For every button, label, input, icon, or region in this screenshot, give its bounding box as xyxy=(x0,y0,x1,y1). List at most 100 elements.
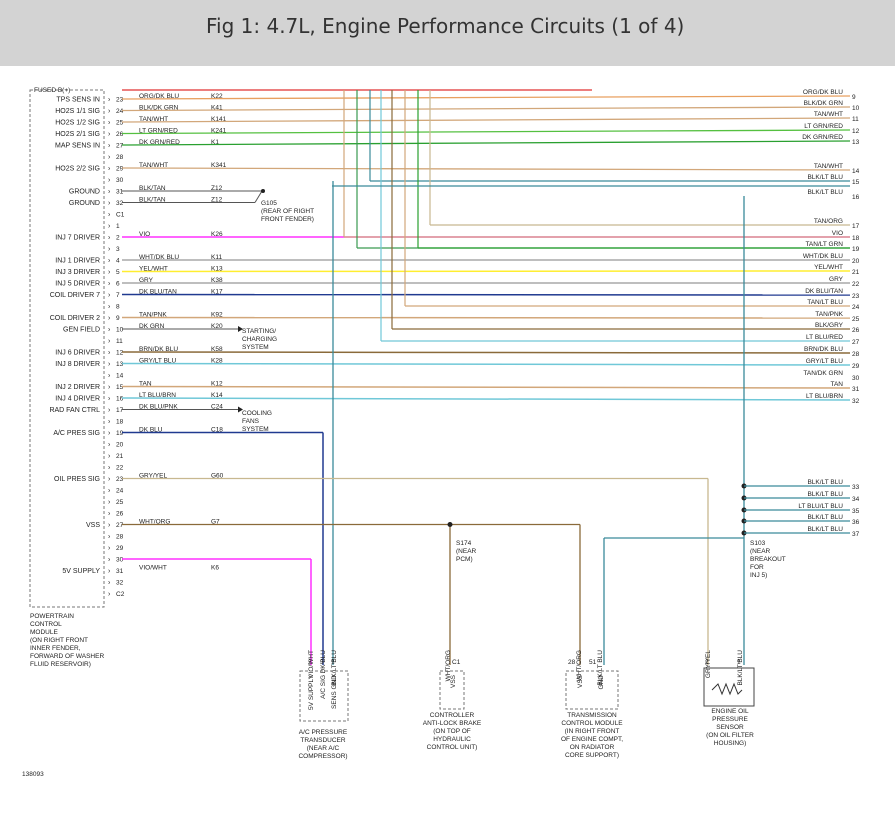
right-wire-color: LT BLU/RED xyxy=(806,334,843,341)
signal-wire xyxy=(121,106,851,112)
wire-circuit-label: K341 xyxy=(211,162,227,169)
wire-color-label: VIO/WHT xyxy=(139,565,167,572)
pin-chevron: › xyxy=(108,327,111,334)
right-wire-number: 12 xyxy=(852,128,860,135)
oil-sensor-label: SENSOR xyxy=(716,724,744,731)
component-pin-label: SENS GND xyxy=(331,675,338,709)
component-wire-label: DK BLU xyxy=(320,650,327,674)
component-wire-label: WHT/ORG xyxy=(576,650,583,681)
figure-id: 138093 xyxy=(22,771,44,778)
pcm-pin-name: GROUND xyxy=(69,189,100,196)
component-wire-label: WHT/ORG xyxy=(445,650,452,681)
pin-chevron: › xyxy=(108,442,111,449)
pin-chevron: › xyxy=(108,131,111,138)
pcm-pin-name: 5V SUPPLY xyxy=(62,568,100,575)
g105-label: G105 xyxy=(261,200,277,207)
pin-chevron: › xyxy=(108,488,111,495)
right-wire-number: 9 xyxy=(852,94,856,101)
pcm-label: CONTROL xyxy=(30,621,62,628)
pcm-pin-number: 23 xyxy=(116,97,124,104)
wire-circuit-label: K14 xyxy=(211,392,223,399)
s103-label: FOR xyxy=(750,564,764,571)
right-wire-number: 22 xyxy=(852,281,860,288)
signal-wire xyxy=(121,270,851,273)
pin-chevron: › xyxy=(108,108,111,115)
wire-circuit-label: K22 xyxy=(211,93,223,100)
pcm-pin-name: OIL PRES SIG xyxy=(54,476,100,483)
pcm-pin-name: INJ 4 DRIVER xyxy=(55,396,100,403)
signal-wire xyxy=(121,95,851,100)
right-wire-color: BRN/DK BLU xyxy=(804,346,843,353)
pcm-pin-number: 8 xyxy=(116,304,120,311)
wire-color-label: GRY/YEL xyxy=(139,473,167,480)
abs-controller-label: (ON TOP OF xyxy=(433,728,471,735)
pin-chevron: › xyxy=(108,580,111,587)
pin-chevron: › xyxy=(108,258,111,265)
right-wire-color: BLK/LT BLU xyxy=(807,479,843,486)
pcm-label: FLUID RESERVOIR) xyxy=(30,661,91,668)
pcm-pin-number: 11 xyxy=(116,338,123,345)
s103-label: INJ 5) xyxy=(750,572,767,579)
pcm-pin-number: 24 xyxy=(116,488,124,495)
right-wire-color: VIO xyxy=(832,230,843,237)
right-wire-number: 28 xyxy=(852,351,860,358)
abs-controller-label: CONTROLLER xyxy=(430,712,475,719)
right-wire-number: 16 xyxy=(852,194,860,201)
pin-chevron: › xyxy=(108,545,111,552)
component-pin-number: 51 xyxy=(589,659,597,666)
right-wire-number: 26 xyxy=(852,327,860,334)
pcm-label: INNER FENDER, xyxy=(30,645,81,652)
pin-chevron: › xyxy=(108,292,111,299)
right-wire-color: BLK/LT BLU xyxy=(807,514,843,521)
starting-label: CHARGING xyxy=(242,336,277,343)
pin-chevron: › xyxy=(108,534,111,541)
signal-wire xyxy=(121,129,851,135)
wire-circuit-label: K41 xyxy=(211,105,223,112)
pin-chevron: › xyxy=(108,189,111,196)
wire-circuit-label: K6 xyxy=(211,565,219,572)
pcm-pin-name: COIL DRIVER 7 xyxy=(50,292,100,299)
wire-circuit-label: K38 xyxy=(211,277,223,284)
right-wire-number: 18 xyxy=(852,235,860,242)
signal-wire xyxy=(121,167,851,171)
pcm-pin-number: 17 xyxy=(116,407,124,414)
wire-color-label: TAN/WHT xyxy=(139,162,168,169)
component-pin-label: VSS xyxy=(450,674,457,688)
right-wire-color: LT BLU/BRN xyxy=(806,393,843,400)
pcm-pin-number: 1 xyxy=(116,223,120,230)
pcm-pin-number: 28 xyxy=(116,534,124,541)
wire-circuit-label: K20 xyxy=(211,323,223,330)
pcm-pin-number: 7 xyxy=(116,292,120,299)
pcm-pin-number: 24 xyxy=(116,108,124,115)
pcm-pin-name: A/C PRES SIG xyxy=(53,430,100,437)
pin-chevron: › xyxy=(108,120,111,127)
pin-chevron: › xyxy=(108,200,111,207)
pcm-pin-name: HO2S 2/2 SIG xyxy=(55,166,100,173)
pcm-pin-number: 30 xyxy=(116,177,124,184)
g105-label: (REAR OF RIGHT xyxy=(261,208,314,215)
right-wire-color: ORG/DK BLU xyxy=(803,89,843,96)
wire-color-label: TAN/WHT xyxy=(139,116,168,123)
right-wire-color: YEL/WHT xyxy=(814,264,843,271)
pcm-pin-number: 29 xyxy=(116,166,124,173)
signal-wire xyxy=(121,316,851,319)
pin-chevron: › xyxy=(108,350,111,357)
right-wire-color: TAN/LT GRN xyxy=(805,241,843,248)
pcm-pin-number: 27 xyxy=(116,522,124,529)
pcm-pin-number: 26 xyxy=(116,131,124,138)
pin-chevron: › xyxy=(108,373,111,380)
component-pin-number: 28 xyxy=(568,659,576,666)
pcm-pin-number: 3 xyxy=(116,246,120,253)
right-wire-number: 11 xyxy=(852,116,859,123)
arrow-icon xyxy=(238,326,243,332)
component-pin-number: C1 xyxy=(452,659,461,666)
pcm-pin-name: HO2S 1/2 SIG xyxy=(55,120,100,127)
right-wire-number: 29 xyxy=(852,363,860,370)
right-wire-number: 24 xyxy=(852,304,860,311)
right-wire-number: 35 xyxy=(852,508,860,515)
right-wire-number: 14 xyxy=(852,168,860,175)
pcm-pin-number: 19 xyxy=(116,430,124,437)
pcm-pin-number: C2 xyxy=(116,591,125,598)
pcm-label: FORWARD OF WASHER xyxy=(30,653,104,660)
wire-color-label: BRN/DK BLU xyxy=(139,346,178,353)
